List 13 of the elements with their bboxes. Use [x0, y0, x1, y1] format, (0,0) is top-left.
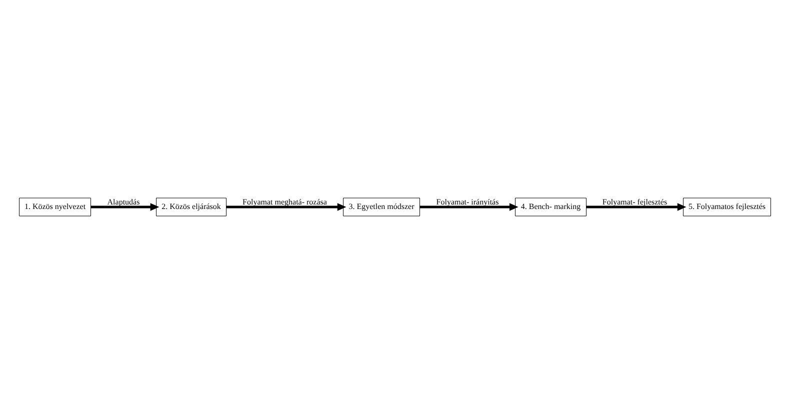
arrow [226, 203, 346, 211]
node-box: 2. Közös eljárások [156, 198, 226, 216]
node-box: 5. Folyamatos fejlesztés [683, 198, 771, 216]
edge-label: Alaptudás [107, 197, 140, 206]
node-box: 1. Közös nyelvezet [19, 198, 91, 216]
arrow [90, 203, 160, 211]
edge-label: Folyamat- irányítás [436, 197, 499, 206]
arrow [586, 203, 686, 211]
edge-label: Folyamat- fejlesztés [602, 197, 668, 206]
node-box: 3. Egyetlen módszer [343, 198, 420, 216]
edge-label: Folyamat meghatá- rozása [242, 197, 327, 206]
arrow [420, 203, 518, 211]
node-box: 4. Bench- marking [515, 198, 586, 216]
